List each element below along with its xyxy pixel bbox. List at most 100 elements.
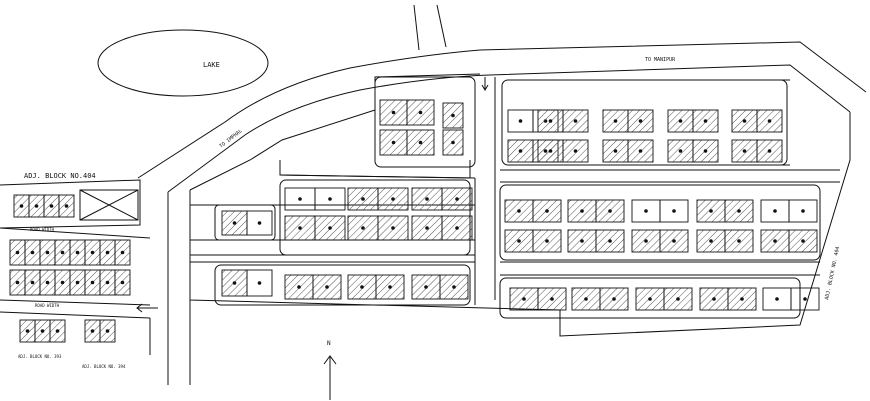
to-manipur-label: TO MANIPUR [645, 57, 676, 63]
plot-marker [737, 209, 741, 213]
plot-marker [676, 297, 680, 301]
plot-marker [703, 119, 708, 123]
plot [790, 287, 820, 311]
plot-marker [49, 204, 54, 208]
plot-marker [90, 250, 95, 255]
plot-marker [580, 239, 584, 243]
plot-marker [612, 297, 616, 301]
plot-marker [712, 297, 716, 301]
plot-marker [418, 110, 423, 115]
plot-marker [297, 285, 301, 289]
adj-block-393-label: ADJ. BLOCK NO. 393 [18, 354, 62, 359]
plot-marker [15, 280, 20, 285]
north-label: N [327, 340, 331, 347]
plot-marker [709, 209, 713, 213]
plot-marker [60, 250, 65, 255]
plot [659, 199, 689, 223]
plot-marker [803, 297, 807, 301]
lake-label: LAKE [203, 61, 220, 69]
junction-arrow [481, 77, 489, 91]
plot-marker [703, 149, 708, 153]
plot-marker [90, 280, 95, 285]
plot-marker [573, 149, 578, 153]
plot-marker [40, 329, 45, 333]
plot-marker [740, 297, 744, 301]
plot-marker [30, 280, 35, 285]
plot-marker [328, 226, 332, 230]
north-arrow [323, 355, 337, 400]
plot-marker [545, 239, 549, 243]
plot [246, 269, 273, 297]
plot-marker [767, 149, 772, 153]
plot-marker [298, 197, 302, 201]
plot-marker [391, 140, 396, 145]
plot-marker [15, 250, 20, 255]
adj-block-east-label: ADJ. BLOCK NO. 404 [824, 246, 841, 300]
plot-marker [425, 197, 429, 201]
plot-marker [388, 285, 392, 289]
plot-marker [25, 329, 30, 333]
plot-marker [451, 140, 455, 145]
plot-marker [45, 250, 50, 255]
plot-marker [548, 119, 553, 123]
plot-marker [105, 280, 110, 285]
plot-marker [257, 221, 262, 225]
plot-marker [105, 250, 110, 255]
plot-marker [550, 297, 554, 301]
plot-marker [452, 285, 456, 289]
plot-marker [455, 226, 459, 230]
plot-marker [742, 119, 747, 123]
plot-marker [644, 209, 648, 213]
plot-marker [361, 226, 365, 230]
plot-marker [672, 239, 676, 243]
plot-marker [60, 280, 65, 285]
plot-marker [391, 197, 395, 201]
north-road [413, 4, 447, 51]
plot-marker [773, 239, 777, 243]
plot-marker [391, 110, 396, 115]
plot-marker [775, 297, 779, 301]
plot-marker [545, 209, 549, 213]
plot [246, 210, 273, 236]
plot-marker [75, 250, 80, 255]
plot-marker [678, 119, 683, 123]
plot-marker [418, 140, 423, 145]
adj-block-404-label: ADJ. BLOCK NO.404 [24, 172, 96, 180]
west-arrow [136, 303, 158, 313]
plot [314, 187, 346, 211]
plot-marker [518, 149, 523, 153]
plot [788, 199, 818, 223]
plot-marker [120, 280, 125, 285]
plot-marker [55, 329, 60, 333]
plot-marker [257, 281, 262, 285]
plot-grid [9, 99, 820, 343]
plot-marker [425, 226, 429, 230]
plot-marker [644, 239, 648, 243]
road-width-label-mid: ROAD WIDTH [35, 303, 60, 308]
plot-marker [573, 119, 578, 123]
block-outline-nw [214, 76, 821, 319]
plot-marker [325, 285, 329, 289]
plot-marker [518, 119, 523, 123]
plot-marker [608, 209, 612, 213]
plot-marker [613, 149, 618, 153]
plot-marker [391, 226, 395, 230]
plot-marker [638, 149, 643, 153]
plot-marker [75, 280, 80, 285]
plot-marker [580, 209, 584, 213]
plot-marker [584, 297, 588, 301]
plot-marker [298, 226, 302, 230]
plot-marker [613, 119, 618, 123]
road-width-label-top: ROAD WIDTH [30, 227, 55, 232]
plot-marker [232, 281, 237, 285]
plot-marker [608, 239, 612, 243]
plot-marker [361, 197, 365, 201]
plot-marker [517, 209, 521, 213]
plot-marker [232, 221, 237, 225]
plot-marker [90, 329, 95, 333]
plot-marker [709, 239, 713, 243]
plot-marker [648, 297, 652, 301]
plot-marker [548, 149, 553, 153]
plot-marker [424, 285, 428, 289]
